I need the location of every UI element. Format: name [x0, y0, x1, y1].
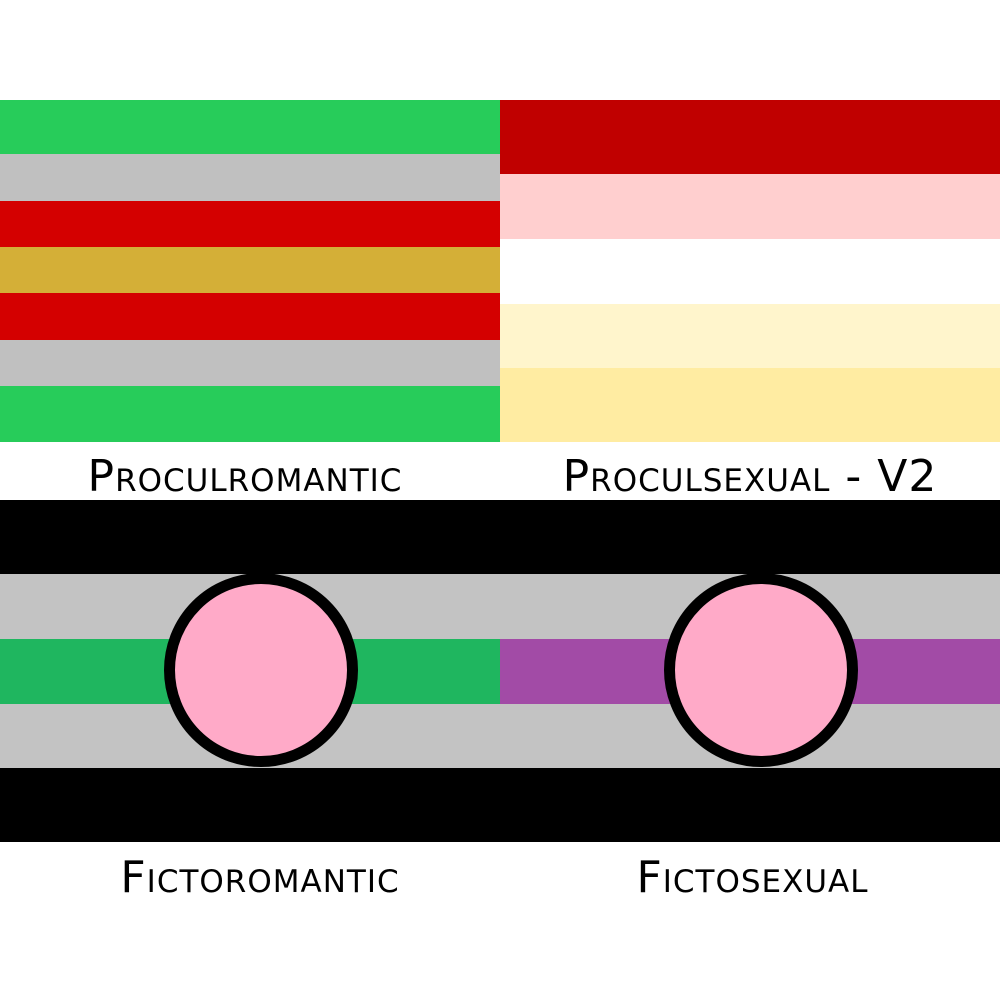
proculsexual-v2-label: Proculsexual - V2 — [562, 451, 938, 502]
proculromantic-label: Proculromantic — [87, 451, 403, 502]
fictoromantic-stripe-5 — [0, 768, 500, 842]
fictosexual-label: Fictosexual — [636, 852, 869, 903]
proculromantic-stripe-4 — [0, 247, 500, 293]
fictosexual-circle — [664, 573, 858, 767]
proculromantic-flag — [0, 100, 500, 442]
proculsexual-v2-stripe-3 — [500, 239, 1000, 304]
fictoromantic-stripe-1 — [0, 500, 500, 574]
proculromantic-stripe-6 — [0, 340, 500, 386]
fictoromantic-flag — [0, 500, 500, 842]
fictosexual-flag — [500, 500, 1000, 842]
proculsexual-v2-stripe-5 — [500, 368, 1000, 442]
proculromantic-stripe-3 — [0, 201, 500, 247]
proculsexual-v2-flag — [500, 100, 1000, 442]
proculsexual-v2-stripe-1 — [500, 100, 1000, 174]
fictoromantic-circle — [164, 573, 358, 767]
proculsexual-v2-stripe-2 — [500, 174, 1000, 239]
proculsexual-v2-stripe-4 — [500, 304, 1000, 368]
proculromantic-stripe-1 — [0, 100, 500, 154]
proculromantic-stripe-2 — [0, 154, 500, 201]
fictosexual-stripe-5 — [500, 768, 1000, 842]
fictoromantic-label: Fictoromantic — [120, 852, 400, 903]
fictosexual-stripe-1 — [500, 500, 1000, 574]
proculromantic-stripe-5 — [0, 293, 500, 340]
proculromantic-stripe-7 — [0, 386, 500, 442]
